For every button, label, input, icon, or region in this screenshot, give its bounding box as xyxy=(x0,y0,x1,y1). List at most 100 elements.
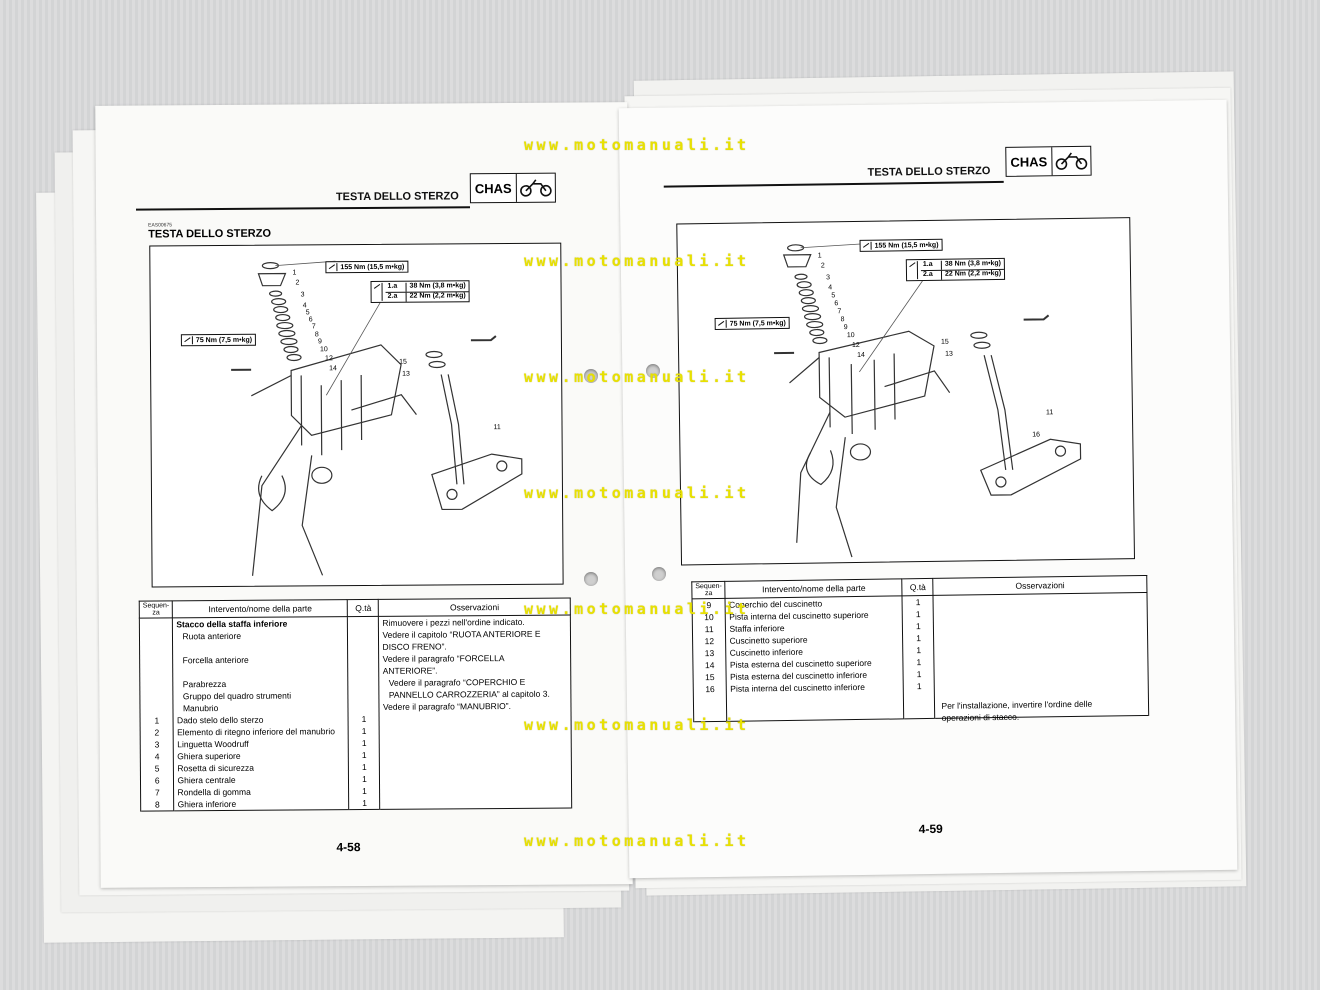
left-header-rule xyxy=(135,206,471,211)
callout-11: 11 xyxy=(493,424,501,432)
row-seq: 6 xyxy=(154,775,160,786)
left-chas-badge: CHAS xyxy=(469,172,556,204)
right-chas-label: CHAS xyxy=(1006,147,1053,176)
row-seq: 16 xyxy=(705,683,715,695)
row-note: Vedere il capitolo “RUOTA ANTERIORE E xyxy=(382,628,541,640)
callout-16: 16 xyxy=(1032,431,1041,439)
callout-2: 2 xyxy=(295,279,300,287)
callout-6: 6 xyxy=(834,300,839,308)
row-qty xyxy=(352,665,376,677)
watermark-text: www.motomanuali.it xyxy=(524,716,750,734)
row-qty xyxy=(351,641,375,653)
row-seq: 15 xyxy=(705,671,715,683)
callout-12: 12 xyxy=(325,355,333,363)
row-qty: 1 xyxy=(362,773,367,785)
row-qty: 1 xyxy=(916,657,922,668)
row-qty: 1 xyxy=(361,761,367,773)
callout-4: 4 xyxy=(302,302,307,310)
row-qty xyxy=(352,701,376,713)
right-torque-top: 155 Nm (15,5 m•kg) xyxy=(859,238,943,252)
left-torque-top: 155 Nm (15,5 m•kg) xyxy=(325,260,409,274)
callout-10: 10 xyxy=(319,346,328,354)
right-parts-table: Sequen-za Intervento/nome della parte Q.… xyxy=(691,574,1150,723)
callout-10: 10 xyxy=(846,332,855,340)
wrench-icon xyxy=(326,263,338,272)
left-parts-table: Sequen-za Intervento/nome della parte Q.… xyxy=(138,597,573,812)
wrench-icon xyxy=(715,319,727,328)
callout-8: 8 xyxy=(314,331,319,339)
row-note: Vedere il paragrafo “MANUBRIO”. xyxy=(382,700,512,712)
callout-9: 9 xyxy=(317,338,322,346)
row-qty xyxy=(352,689,376,701)
callout-13: 13 xyxy=(402,370,410,378)
right-page: TESTA DELLO STERZO CHAS xyxy=(618,99,1238,879)
watermark-text: www.motomanuali.it xyxy=(524,252,750,270)
row-qty: 1 xyxy=(916,633,921,644)
row-note: PANNELLO CARROZZERIA” al capitolo 3. xyxy=(388,688,550,700)
callout-9: 9 xyxy=(843,324,848,332)
callout-5: 5 xyxy=(831,292,836,300)
row-seq: 3 xyxy=(154,739,160,750)
row-part-name: Ghiera inferiore xyxy=(177,798,237,810)
row-qty xyxy=(352,653,376,665)
watermark-text: www.motomanuali.it xyxy=(524,368,750,386)
row-part-name: Pista interna del cuscinetto inferiore xyxy=(730,681,865,694)
row-part-name: Elemento di ritegno inferiore del manubr… xyxy=(177,726,335,738)
left-section-title: TESTA DELLO STERZO xyxy=(148,227,272,241)
callout-7: 7 xyxy=(311,323,316,331)
col-sequence: Sequen-za xyxy=(139,600,173,619)
left-chas-label: CHAS xyxy=(470,173,517,203)
row-qty: 1 xyxy=(916,669,922,680)
row-seq xyxy=(143,666,170,678)
steering-head-drawing xyxy=(774,243,1082,558)
callout-8: 8 xyxy=(840,316,845,324)
row-note: Per l'installazione, invertire l'ordine … xyxy=(941,698,1093,711)
right-torque-2a-label: 2.a xyxy=(920,270,943,280)
right-torque-2a-value: 22 Nm (2,2 m•kg) xyxy=(944,269,1002,278)
callout-13: 13 xyxy=(945,350,953,358)
wrench-icon xyxy=(371,282,383,301)
right-torque-1a-label: 1.a xyxy=(920,260,942,270)
row-qty xyxy=(351,617,375,629)
right-torque-1a-value: 38 Nm (3,8 m•kg) xyxy=(944,259,1002,268)
left-page-number: 4-58 xyxy=(336,840,361,855)
callout-4: 4 xyxy=(828,284,833,292)
callout-3: 3 xyxy=(825,274,830,282)
row-seq: 7 xyxy=(154,787,160,798)
row-seq: 14 xyxy=(704,659,715,671)
table-row: 1 2 3 4 5 6 7 8 Stacco della staffa infe… xyxy=(139,615,572,812)
row-seq xyxy=(143,618,170,630)
left-header-title: TESTA DELLO STERZO xyxy=(335,190,459,204)
row-qty: 1 xyxy=(361,749,367,761)
watermark-text: www.motomanuali.it xyxy=(524,832,750,850)
binder-hole xyxy=(646,364,660,378)
right-torque-top-value: 155 Nm (15,5 m•kg) xyxy=(874,241,939,250)
motorcycle-icon xyxy=(1052,147,1090,176)
row-seq xyxy=(143,678,170,690)
callout-1: 1 xyxy=(292,269,297,277)
row-seq xyxy=(143,690,170,702)
binder-hole xyxy=(584,572,598,586)
row-qty: 1 xyxy=(915,609,921,620)
row-qty xyxy=(352,677,376,689)
row-seq: 11 xyxy=(704,624,714,635)
row-qty: 1 xyxy=(361,725,367,737)
row-seq: 4 xyxy=(154,751,160,762)
wrench-icon xyxy=(860,241,872,250)
callout-2: 2 xyxy=(820,262,825,270)
left-torque-left: 75 Nm (7,5 m•kg) xyxy=(180,333,257,347)
right-header-rule xyxy=(663,180,1004,188)
callout-15: 15 xyxy=(940,338,949,346)
callout-12: 12 xyxy=(851,341,860,350)
motorcycle-icon xyxy=(517,174,555,202)
right-header-title: TESTA DELLO STERZO xyxy=(867,165,991,179)
col-part-name: Intervento/nome della parte xyxy=(172,599,348,618)
row-seq: 12 xyxy=(704,636,715,647)
callout-5: 5 xyxy=(305,309,310,317)
col-sequence: Sequen-za xyxy=(691,581,726,599)
right-torque-left-value: 75 Nm (7,5 m•kg) xyxy=(729,319,786,328)
callout-15: 15 xyxy=(399,358,407,366)
